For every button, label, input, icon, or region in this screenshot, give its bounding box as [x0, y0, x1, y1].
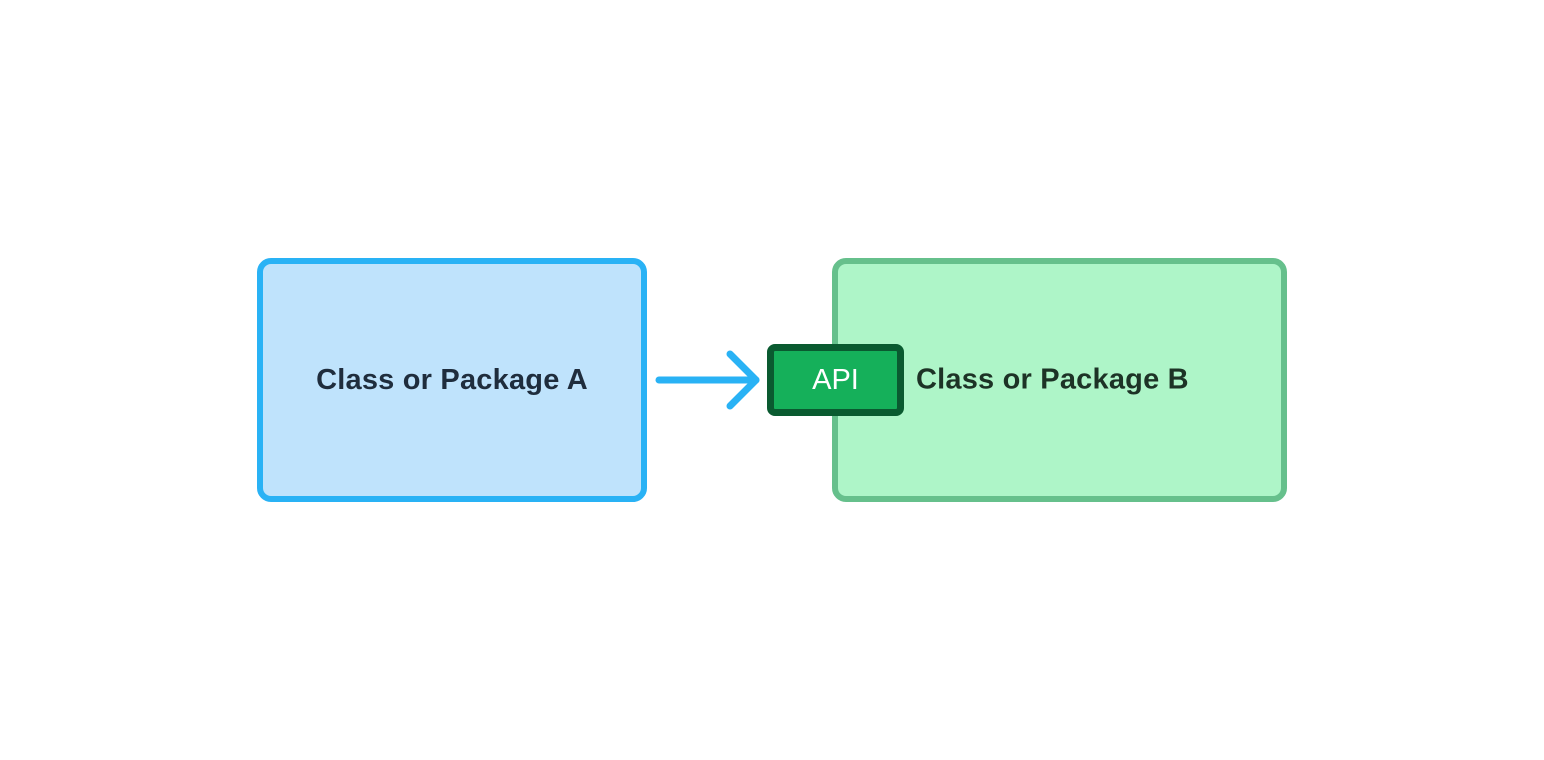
api-label: API: [812, 363, 859, 396]
arrow-head: [726, 350, 760, 410]
node-b-label: Class or Package B: [916, 363, 1189, 396]
dependency-arrow: [655, 350, 760, 410]
node-class-or-package-b: Class or Package B: [832, 258, 1287, 502]
node-a-label: Class or Package A: [316, 363, 588, 396]
node-class-or-package-a: Class or Package A: [257, 258, 647, 502]
api-node: API: [767, 344, 904, 416]
